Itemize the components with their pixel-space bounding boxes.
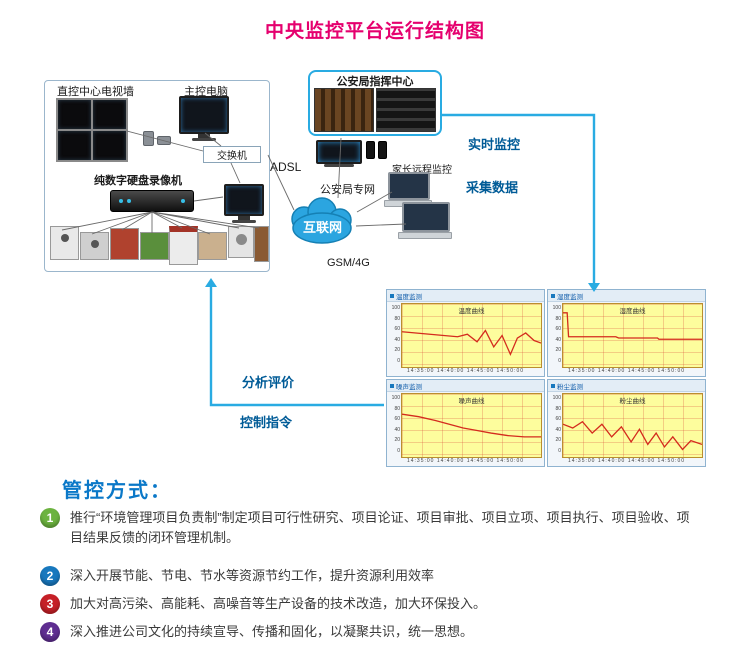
- chart-header: 噪声监测: [387, 380, 544, 392]
- item-number-badge: 4: [40, 622, 60, 642]
- site-photo: [140, 232, 169, 260]
- adsl-label: ADSL: [270, 160, 302, 174]
- x-axis-labels: 14:35:00 14:40:00 14:45:00 14:50:00: [567, 368, 686, 374]
- parent-monitor-label: 家长远程监控: [392, 165, 452, 176]
- legend-square-icon: [390, 293, 394, 298]
- legend-square-icon: [551, 383, 555, 388]
- chart-title: 噪声曲线: [458, 398, 485, 405]
- x-axis-labels: 14:35:00 14:40:00 14:45:00 14:50:00: [567, 458, 686, 464]
- tv-screen: [58, 100, 91, 129]
- main-pc-label: 主控电脑: [184, 86, 228, 98]
- realtime-monitor-label: 实时监控: [468, 137, 521, 152]
- legend-square-icon: [551, 293, 555, 298]
- item-text: 深入开展节能、节电、节水等资源节约工作，提升资源利用效率: [70, 568, 435, 583]
- plot-area: 噪声曲线: [401, 393, 542, 458]
- item-number-badge: 1: [40, 508, 60, 528]
- psb-center-label: 公安局指挥中心: [336, 76, 414, 88]
- bullet-camera-photo: [80, 232, 109, 260]
- tv-screen: [58, 131, 91, 160]
- chart-panel-4: 粉尘监测 100 80 60 40 20 0 粉尘曲线 14:35:00 14:…: [547, 379, 706, 467]
- gsm-label: GSM/4G: [327, 257, 370, 269]
- y-axis-labels: 100 80 60 40 20 0: [552, 305, 561, 364]
- chart-panel-1: 温度监测 100 80 60 40 20 0 温度曲线 14:35:00 14:…: [386, 289, 545, 377]
- y-axis-labels: 100 80 60 40 20 0: [391, 305, 400, 364]
- tv-screen: [93, 100, 126, 129]
- tv-wall-graphic: [56, 98, 128, 162]
- item-number-badge: 3: [40, 594, 60, 614]
- management-item: 2 深入开展节能、节电、节水等资源节约工作，提升资源利用效率: [40, 566, 705, 586]
- y-axis-labels: 100 80 60 40 20 0: [552, 395, 561, 454]
- chart-title: 温度曲线: [458, 308, 485, 315]
- main-pc-monitor-icon: [179, 96, 229, 141]
- chart-header: 粉尘监测: [548, 380, 705, 392]
- site-photo: [198, 232, 227, 260]
- management-item: 3 加大对高污染、高能耗、高噪音等生产设备的技术改造，加大环保投入。: [40, 594, 705, 614]
- switch-box: 交换机: [203, 146, 261, 163]
- chart-panel-2: 湿度监测 100 80 60 40 20 0 湿度曲线 14:35:00 14:…: [547, 289, 706, 377]
- workstation-monitor-icon: [224, 184, 264, 223]
- x-axis-labels: 14:35:00 14:40:00 14:45:00 14:50:00: [406, 368, 525, 374]
- plot-area: 粉尘曲线: [562, 393, 703, 458]
- control-command-label: 控制指令: [240, 415, 293, 430]
- speaker-icon: [366, 141, 375, 159]
- internet-cloud-icon: [291, 197, 352, 244]
- dvr-server-icon: [110, 190, 194, 212]
- chart-title: 粉尘曲线: [619, 398, 646, 405]
- command-room-photo: [376, 88, 436, 132]
- legend-square-icon: [390, 383, 394, 388]
- tv-screen: [93, 131, 126, 160]
- site-photo: [110, 228, 139, 260]
- item-number-badge: 2: [40, 566, 60, 586]
- chart-title: 湿度曲线: [619, 308, 646, 315]
- psb-monitor-icon: [316, 140, 362, 167]
- x-axis-labels: 14:35:00 14:40:00 14:45:00 14:50:00: [406, 458, 525, 464]
- command-room-photo: [314, 88, 374, 132]
- item-text: 加大对高污染、高能耗、高噪音等生产设备的技术改造，加大环保投入。: [70, 596, 487, 611]
- y-axis-labels: 100 80 60 40 20 0: [391, 395, 400, 454]
- collect-data-label: 采集数据: [466, 180, 519, 195]
- switch-label: 交换机: [217, 151, 247, 162]
- peripheral-device-icon: [143, 131, 154, 146]
- tv-wall-label: 直控中心电视墙: [57, 86, 134, 98]
- dvr-label: 纯数字硬盘录像机: [94, 175, 182, 187]
- chart-header-label: 噪声监测: [396, 383, 422, 391]
- plot-area: 湿度曲线: [562, 303, 703, 368]
- building-photo: [169, 226, 198, 265]
- item-text: 推行“环境管理项目负责制”制定项目可行性研究、项目论证、项目审批、项目立项、项目…: [70, 510, 690, 546]
- door-photo: [254, 226, 269, 262]
- item-text: 深入推进公司文化的持续宣导、传播和固化，以凝聚共识，统一思想。: [70, 624, 474, 639]
- analysis-label: 分析评价: [242, 375, 295, 390]
- ptz-camera-photo: [50, 226, 79, 260]
- plot-area: 温度曲线: [401, 303, 542, 368]
- peripheral-device-icon: [157, 136, 171, 145]
- management-heading: 管控方式：: [62, 480, 172, 502]
- chart-header-label: 湿度监测: [557, 293, 583, 301]
- management-item: 4 深入推进公司文化的持续宣导、传播和固化，以凝聚共识，统一思想。: [40, 622, 705, 642]
- chart-header: 温度监测: [387, 290, 544, 302]
- internet-label: 互联网: [303, 220, 343, 235]
- speaker-icon: [378, 141, 387, 159]
- chart-panel-3: 噪声监测 100 80 60 40 20 0 噪声曲线 14:35:00 14:…: [386, 379, 545, 467]
- page-title: 中央监控平台运行结构图: [264, 21, 485, 42]
- laptop-icon: [398, 202, 452, 239]
- chart-header: 湿度监测: [548, 290, 705, 302]
- chart-header-label: 温度监测: [396, 293, 422, 301]
- management-item: 1 推行“环境管理项目负责制”制定项目可行性研究、项目论证、项目审批、项目立项、…: [40, 508, 705, 548]
- chart-header-label: 粉尘监测: [557, 383, 583, 391]
- dome-camera-photo: [228, 226, 254, 258]
